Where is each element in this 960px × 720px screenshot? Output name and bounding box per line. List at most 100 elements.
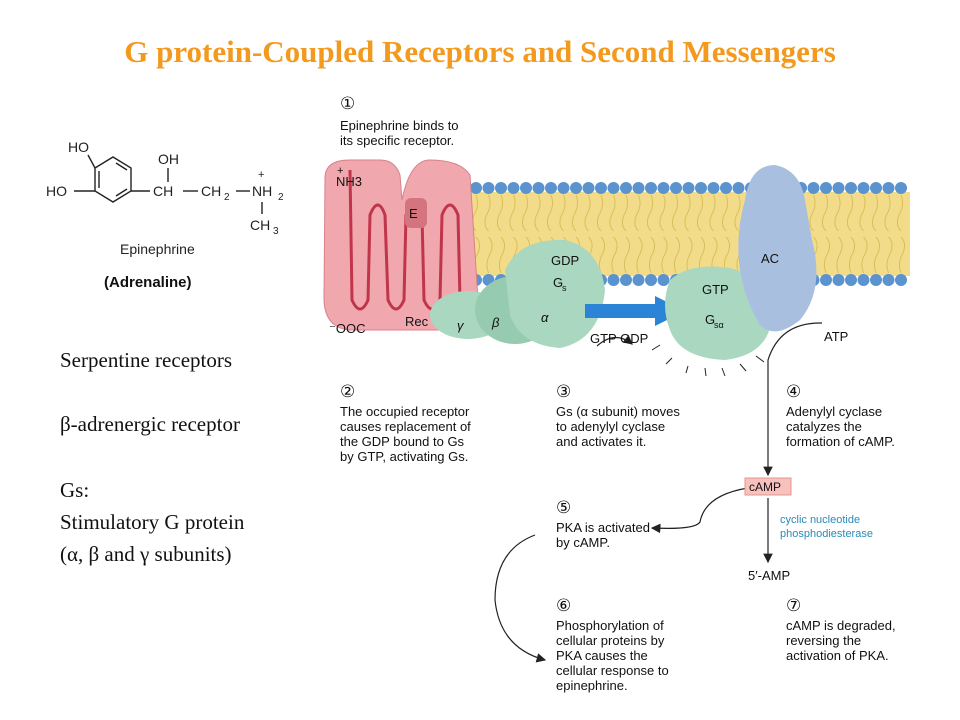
lipid-tail bbox=[696, 194, 706, 274]
lipid-tail bbox=[871, 194, 881, 274]
outer-lipid-head bbox=[832, 182, 845, 194]
inner-lipid-head bbox=[870, 274, 882, 286]
receptor bbox=[323, 159, 479, 331]
epinephrine-structure bbox=[74, 154, 263, 214]
outer-lipid-head bbox=[682, 182, 695, 194]
inner-lipid-head bbox=[620, 274, 632, 286]
ch3-label: CH bbox=[250, 217, 270, 233]
ch2-label: CH bbox=[201, 183, 221, 199]
reaction-arrows bbox=[494, 322, 823, 663]
outer-lipid-head bbox=[607, 182, 620, 194]
outer-lipid-head bbox=[670, 182, 682, 194]
lipid-tail bbox=[846, 194, 856, 274]
ch-label: CH bbox=[153, 183, 173, 199]
amp-label: 5′-AMP bbox=[748, 568, 790, 583]
lipid-tail bbox=[671, 194, 681, 274]
camp-label: cAMP bbox=[749, 480, 781, 494]
epinephrine-e-label: E bbox=[409, 206, 418, 221]
outer-lipid-head bbox=[545, 182, 557, 194]
inner-lipid-head bbox=[820, 274, 832, 286]
lipid-tail bbox=[884, 194, 893, 274]
lipid-tail bbox=[596, 194, 606, 274]
note-stimulatory: Stimulatory G protein bbox=[60, 510, 245, 534]
ch3-sub: 3 bbox=[273, 226, 279, 237]
outer-lipid-head bbox=[620, 182, 632, 194]
gs-label: G bbox=[553, 275, 563, 290]
outer-lipid-head bbox=[595, 182, 607, 194]
lipid-tail bbox=[634, 194, 643, 274]
gtp-label: GTP bbox=[702, 282, 729, 297]
step4-number: ④ bbox=[786, 382, 802, 401]
gs-sub: s bbox=[562, 283, 567, 293]
n-charge: + bbox=[258, 169, 264, 181]
outer-lipid-head bbox=[632, 182, 645, 194]
step6-number: ⑥ bbox=[556, 596, 572, 615]
lipid-tail bbox=[659, 194, 668, 274]
outer-lipid-head bbox=[807, 182, 820, 194]
outer-lipid-head bbox=[707, 182, 720, 194]
nh3-charge: + bbox=[337, 165, 343, 177]
note-subunits: (α, β and γ subunits) bbox=[60, 542, 232, 566]
oh-label: OH bbox=[158, 151, 179, 167]
ac-label: AC bbox=[761, 251, 779, 266]
gdp-label: GDP bbox=[551, 253, 579, 268]
inner-lipid-head bbox=[657, 274, 670, 286]
rec-label: Rec bbox=[405, 314, 429, 329]
atp-label: ATP bbox=[824, 329, 848, 344]
inner-lipid-head bbox=[857, 274, 870, 286]
camp-box bbox=[744, 477, 792, 496]
lipid-tail bbox=[496, 194, 506, 274]
outer-lipid-head bbox=[820, 182, 832, 194]
lipid-tail bbox=[484, 194, 493, 274]
outer-lipid-head bbox=[582, 182, 595, 194]
inner-lipid-head bbox=[845, 274, 857, 286]
outer-lipid-head bbox=[520, 182, 532, 194]
inner-lipid-head bbox=[607, 274, 620, 286]
pde-label-2: phosphodiesterase bbox=[780, 528, 873, 540]
nh2-label: NH bbox=[252, 183, 272, 199]
gsa-label: G bbox=[705, 312, 715, 327]
outer-lipid-head bbox=[657, 182, 670, 194]
outer-lipid-head bbox=[695, 182, 707, 194]
lipid-tail bbox=[621, 194, 631, 274]
outer-lipid-head bbox=[720, 182, 732, 194]
outer-lipid-head bbox=[532, 182, 545, 194]
outer-lipid-head bbox=[557, 182, 570, 194]
beta-label: β bbox=[491, 315, 500, 330]
inner-lipid-head bbox=[882, 274, 895, 286]
outer-lipid-head bbox=[507, 182, 520, 194]
outer-lipid-head bbox=[495, 182, 507, 194]
g-protein-inactive bbox=[430, 239, 605, 348]
outer-lipid-head bbox=[857, 182, 870, 194]
nh2-sub: 2 bbox=[278, 192, 284, 203]
step2-number: ② bbox=[340, 382, 356, 401]
molecule-alias: (Adrenaline) bbox=[104, 274, 192, 291]
outer-lipid-head bbox=[645, 182, 657, 194]
note-serpentine: Serpentine receptors bbox=[60, 348, 233, 372]
ho-left-label: HO bbox=[46, 183, 67, 199]
molecule-name: Epinephrine bbox=[120, 241, 195, 257]
inner-lipid-head bbox=[895, 274, 907, 286]
lipid-tail bbox=[684, 194, 693, 274]
outer-lipid-head bbox=[732, 182, 745, 194]
ch2-sub: 2 bbox=[224, 192, 230, 203]
lipid-tail bbox=[646, 194, 656, 274]
note-beta-adrenergic: β-adrenergic receptor bbox=[60, 412, 240, 436]
gsa-sub: sα bbox=[714, 320, 724, 330]
lipid-tail bbox=[859, 194, 868, 274]
gtp-gdp-label: GTP GDP bbox=[590, 331, 648, 346]
inner-lipid-head bbox=[832, 274, 845, 286]
outer-lipid-head bbox=[870, 182, 882, 194]
page-title: G protein-Coupled Receptors and Second M… bbox=[124, 34, 836, 69]
outer-lipid-head bbox=[570, 182, 582, 194]
inner-lipid-head bbox=[632, 274, 645, 286]
cooh-label: ⁻OOC bbox=[329, 321, 365, 336]
lipid-tail bbox=[834, 194, 843, 274]
